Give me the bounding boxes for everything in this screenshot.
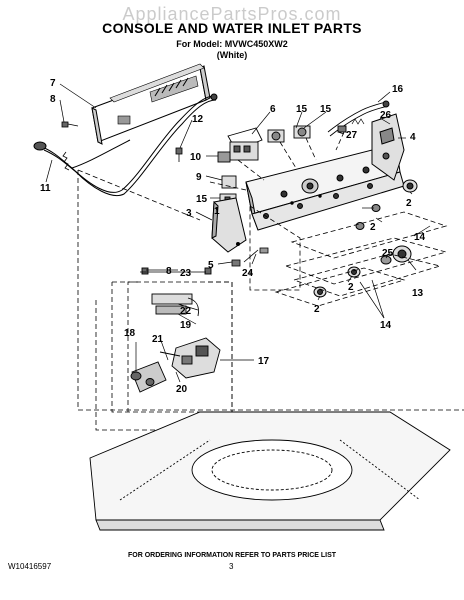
screw-part bbox=[61, 121, 183, 162]
callout-17: 17 bbox=[258, 356, 270, 367]
callout-11: 11 bbox=[40, 183, 51, 194]
callout-19: 19 bbox=[180, 320, 192, 331]
callout-27: 27 bbox=[346, 130, 358, 141]
callout-4: 4 bbox=[410, 132, 416, 143]
model-line: For Model: MVWC450XW2 bbox=[176, 39, 288, 49]
console-endcap-right bbox=[371, 113, 405, 181]
callout-15: 15 bbox=[196, 194, 208, 205]
callout-9: 9 bbox=[196, 172, 202, 183]
water-valve-part bbox=[130, 267, 221, 393]
callout-3: 3 bbox=[186, 208, 192, 219]
callout-22: 22 bbox=[180, 306, 192, 317]
callout-2: 2 bbox=[406, 198, 412, 209]
console-endcap-left bbox=[211, 197, 247, 253]
callout-15: 15 bbox=[296, 104, 308, 115]
callout-6: 6 bbox=[270, 104, 276, 115]
inlet-hose-part bbox=[327, 100, 390, 137]
callout-14: 14 bbox=[380, 320, 392, 331]
callout-20: 20 bbox=[176, 384, 188, 395]
callout-2: 2 bbox=[348, 282, 354, 293]
callout-13: 13 bbox=[412, 288, 424, 299]
callout-10: 10 bbox=[190, 152, 202, 163]
color-line: (White) bbox=[216, 50, 248, 60]
callout-18: 18 bbox=[124, 328, 136, 339]
wire-harness-part bbox=[33, 93, 218, 196]
callout-leaders bbox=[45, 83, 431, 383]
cabinet-top-part bbox=[89, 411, 451, 531]
small-clip-parts bbox=[231, 247, 269, 267]
callout-21: 21 bbox=[152, 334, 164, 345]
callout-7: 7 bbox=[50, 78, 56, 89]
watermark: AppliancePartsPros.com bbox=[122, 4, 342, 24]
callout-8: 8 bbox=[166, 266, 172, 277]
callout-5: 5 bbox=[208, 260, 214, 271]
callout-2: 2 bbox=[370, 222, 376, 233]
callout-labels: 7 8 11 12 6 15 15 16 26 4 27 10 9 15 1 3… bbox=[40, 78, 426, 395]
callout-16: 16 bbox=[392, 84, 404, 95]
rear-panel-part bbox=[91, 63, 211, 145]
console-part bbox=[245, 143, 405, 231]
callout-25: 25 bbox=[382, 248, 394, 259]
callout-8: 8 bbox=[50, 94, 56, 105]
callout-2: 2 bbox=[314, 304, 320, 315]
callout-12: 12 bbox=[192, 114, 204, 125]
callout-14: 14 bbox=[414, 232, 426, 243]
callout-15: 15 bbox=[320, 104, 332, 115]
callout-1: 1 bbox=[214, 206, 220, 217]
page-number: 3 bbox=[229, 562, 234, 571]
diagram-title: CONSOLE AND WATER INLET PARTS bbox=[102, 20, 362, 36]
callout-23: 23 bbox=[180, 268, 192, 279]
ordering-note: FOR ORDERING INFORMATION REFER TO PARTS … bbox=[127, 552, 337, 559]
document-number: W10416597 bbox=[8, 562, 52, 571]
callout-24: 24 bbox=[242, 268, 254, 279]
callout-26: 26 bbox=[380, 110, 392, 121]
